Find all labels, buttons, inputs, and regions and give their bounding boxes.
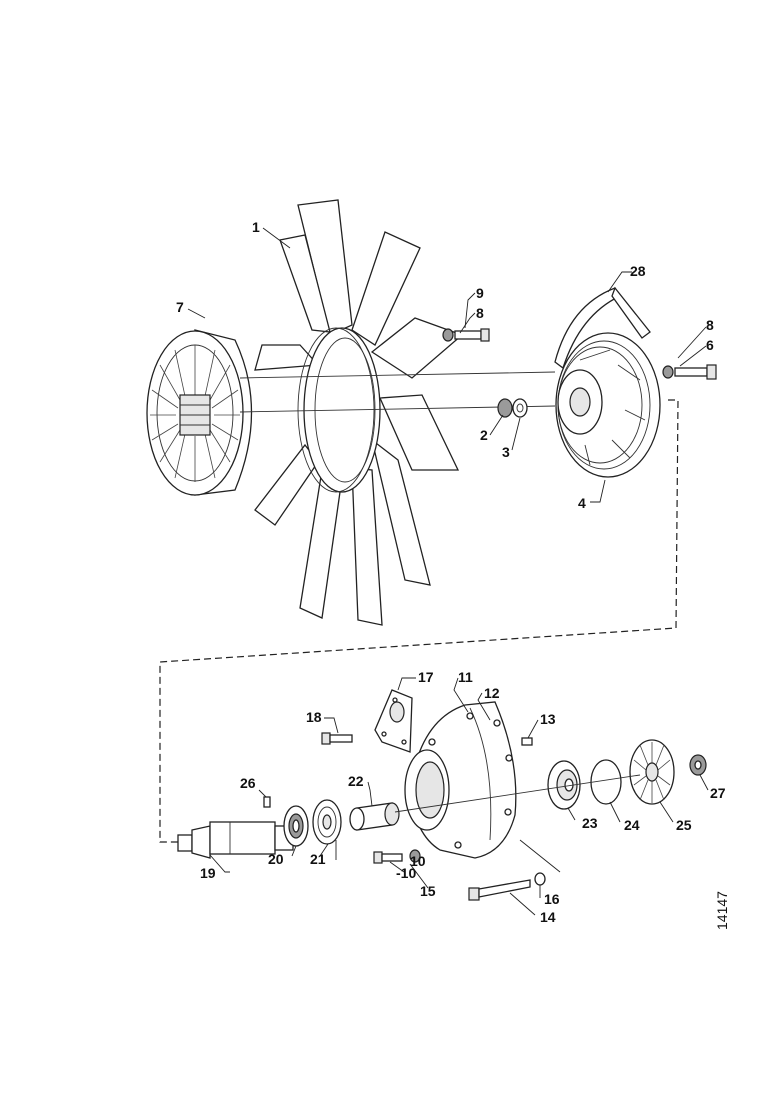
bolt-9-8 [442, 328, 490, 342]
pump-housing [404, 701, 517, 859]
callout-15: 15 [420, 883, 436, 899]
connection-dashed-line [159, 399, 679, 843]
sleeve [349, 802, 400, 831]
callout-18: 18 [306, 709, 322, 725]
bolt-6-8 [662, 364, 717, 380]
figure-number: 14147 [714, 891, 730, 930]
bearing-20 [283, 805, 309, 847]
callout-4: 4 [578, 495, 586, 511]
callout-1: 1 [252, 219, 260, 235]
callout-10-left: 10 [410, 853, 426, 869]
callout-12: 12 [484, 685, 500, 701]
callout-2: 2 [480, 427, 488, 443]
washers-2-3 [497, 398, 528, 418]
impeller [629, 739, 675, 805]
bearing-21 [312, 799, 342, 845]
callout-7: 7 [176, 299, 184, 315]
bolt-14 [468, 872, 546, 901]
callout-24: 24 [624, 817, 640, 833]
callout-14: 14 [540, 909, 556, 925]
callout-19: 19 [200, 865, 216, 881]
callout-17: 17 [418, 669, 434, 685]
leader-lines [187, 227, 709, 916]
callout-26: 26 [240, 775, 256, 791]
nut [689, 754, 707, 776]
callout-3: 3 [502, 444, 510, 460]
callout-16: 16 [544, 891, 560, 907]
callout-27: 27 [710, 785, 726, 801]
callout-8-right: 8 [706, 317, 714, 333]
callout-10-right: -10 [396, 865, 416, 881]
bracket [374, 689, 413, 753]
pulley [555, 332, 661, 478]
key [263, 796, 271, 808]
fan-blades [254, 199, 464, 626]
callout-11: 11 [458, 669, 473, 685]
shaft [177, 821, 294, 859]
bolt-15 [373, 849, 421, 864]
pump-axis [394, 774, 641, 813]
callout-6: 6 [706, 337, 714, 353]
callout-22: 22 [348, 773, 364, 789]
callout-28: 28 [630, 263, 646, 279]
belt [554, 286, 651, 370]
bolt-18 [321, 732, 353, 745]
pin [521, 737, 533, 746]
callout-13: 13 [540, 711, 556, 727]
callout-20: 20 [268, 851, 284, 867]
fan-clutch [146, 329, 253, 496]
callout-8-top: 8 [476, 305, 484, 321]
callout-21: 21 [310, 851, 326, 867]
callout-23: 23 [582, 815, 598, 831]
callout-labels: 1 28 7 9 8 8 6 2 3 4 17 11 12 13 18 26 2… [176, 219, 726, 925]
bearing-23 [547, 760, 581, 810]
callout-9: 9 [476, 285, 484, 301]
callout-25: 25 [676, 817, 692, 833]
